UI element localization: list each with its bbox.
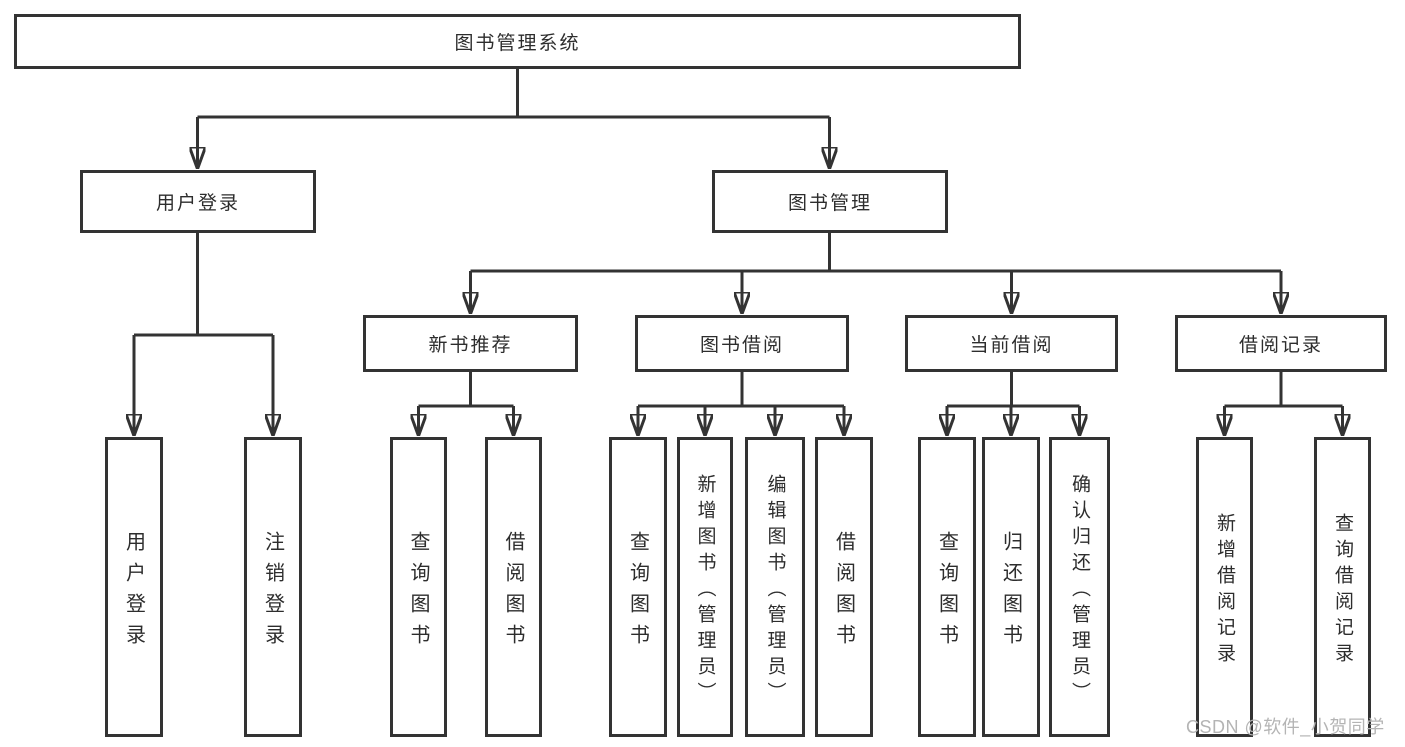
node-new-book-recommendation-label: 新书推荐 bbox=[428, 335, 513, 356]
leaf-current-query-books-label: 查询图书 bbox=[935, 530, 958, 655]
leaf-recommend-query-books-label: 查询图书 bbox=[407, 530, 429, 655]
leaf-current-query-books: 查询图书 bbox=[918, 437, 976, 737]
node-library-management-system: 图书管理系统 bbox=[14, 14, 1021, 69]
node-book-borrowing: 图书借阅 bbox=[635, 315, 849, 372]
node-book-borrowing-label: 图书借阅 bbox=[699, 335, 784, 356]
node-library-management-system-label: 图书管理系统 bbox=[454, 33, 581, 54]
leaf-recommend-borrow-books-label: 借阅图书 bbox=[502, 530, 524, 655]
leaf-borrowing-add-books-admin: 新增图书（管理员） bbox=[677, 437, 733, 737]
leaf-borrowing-query-books-label: 查询图书 bbox=[626, 530, 649, 655]
node-user-login-label: 用户登录 bbox=[155, 193, 240, 214]
leaf-current-confirm-return-admin-label: 确认归还（管理员） bbox=[1069, 473, 1090, 708]
leaf-logout-label: 注销登录 bbox=[261, 530, 284, 655]
leaf-records-query-borrow-record: 查询借阅记录 bbox=[1314, 437, 1371, 737]
node-user-login: 用户登录 bbox=[80, 170, 316, 233]
leaf-borrowing-query-books: 查询图书 bbox=[609, 437, 667, 737]
leaf-borrowing-add-books-admin-label: 新增图书（管理员） bbox=[694, 473, 716, 708]
leaf-records-add-borrow-record-label: 新增借阅记录 bbox=[1214, 512, 1235, 669]
leaf-logout: 注销登录 bbox=[244, 437, 302, 737]
leaf-current-return-books-label: 归还图书 bbox=[999, 530, 1022, 655]
leaf-borrowing-borrow-books-label: 借阅图书 bbox=[832, 530, 855, 655]
leaf-user-login-label: 用户登录 bbox=[122, 530, 145, 655]
leaf-records-add-borrow-record: 新增借阅记录 bbox=[1196, 437, 1253, 737]
node-book-management-label: 图书管理 bbox=[787, 193, 872, 214]
leaf-borrowing-edit-books-admin-label: 编辑图书（管理员） bbox=[764, 473, 786, 708]
leaf-recommend-borrow-books: 借阅图书 bbox=[485, 437, 542, 737]
watermark-text: CSDN @软件_小贺同学 bbox=[1186, 717, 1385, 737]
node-current-borrowing: 当前借阅 bbox=[905, 315, 1118, 372]
node-new-book-recommendation: 新书推荐 bbox=[363, 315, 578, 372]
leaf-current-return-books: 归还图书 bbox=[982, 437, 1040, 737]
leaf-borrowing-edit-books-admin: 编辑图书（管理员） bbox=[745, 437, 805, 737]
leaf-current-confirm-return-admin: 确认归还（管理员） bbox=[1049, 437, 1110, 737]
node-borrowing-records-label: 借阅记录 bbox=[1238, 335, 1323, 356]
leaf-records-query-borrow-record-label: 查询借阅记录 bbox=[1332, 512, 1353, 669]
leaf-recommend-query-books: 查询图书 bbox=[390, 437, 447, 737]
node-borrowing-records: 借阅记录 bbox=[1175, 315, 1387, 372]
leaf-user-login: 用户登录 bbox=[105, 437, 163, 737]
leaf-borrowing-borrow-books: 借阅图书 bbox=[815, 437, 873, 737]
node-book-management: 图书管理 bbox=[712, 170, 948, 233]
node-current-borrowing-label: 当前借阅 bbox=[969, 335, 1054, 356]
